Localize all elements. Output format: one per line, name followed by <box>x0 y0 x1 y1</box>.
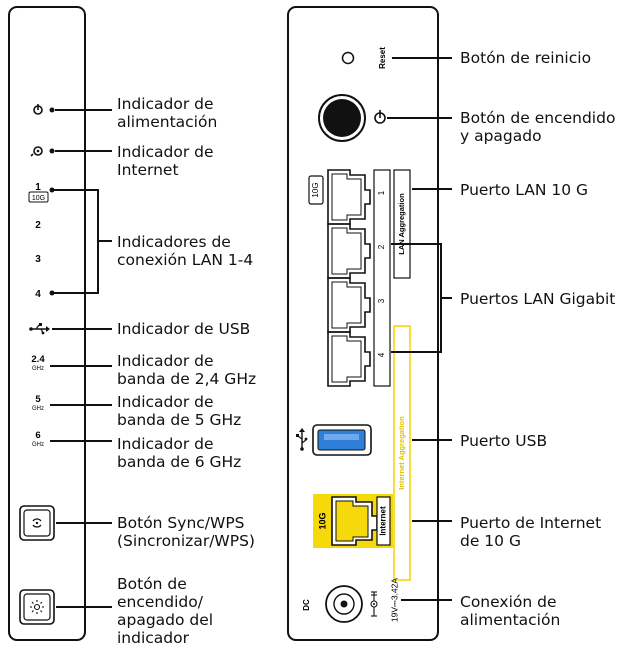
sun-icon <box>30 600 44 614</box>
power-led-icon <box>33 104 55 115</box>
band5-led-callout: Indicador de banda de 5 GHz <box>117 393 242 429</box>
lan1-led-label: 1 <box>35 182 41 193</box>
power-button[interactable] <box>318 94 366 142</box>
lan1-10g-badge-text: 10G <box>32 195 45 202</box>
lan-port-2[interactable] <box>327 223 371 279</box>
internet-led-icon <box>30 146 55 157</box>
back-panel: Reset 10G <box>287 6 452 641</box>
usb-port-callout: Puerto USB <box>460 432 548 450</box>
lan-10g-badge-text: 10G <box>311 182 320 197</box>
internet-led-callout: Indicador de Internet <box>117 143 214 179</box>
band24-ghz-label: GHz <box>32 366 44 372</box>
lan-leds-callout: Indicadores de conexión LAN 1-4 <box>117 233 254 269</box>
lan4-led-label: 4 <box>35 289 41 300</box>
band6-led-callout: Indicador de banda de 6 GHz <box>117 435 242 471</box>
polarity-icon <box>370 591 378 617</box>
reset-callout: Botón de reinicio <box>460 49 592 67</box>
band6-ghz-label: GHz <box>32 442 44 448</box>
led-onoff-button[interactable] <box>19 589 55 625</box>
band5-led-label: 5 <box>35 394 41 405</box>
usb-led-icon <box>29 323 50 335</box>
power-led-callout: Indicador de alimentación <box>117 95 218 131</box>
usb-icon <box>296 428 308 451</box>
band24-led-label: 2.4 <box>31 354 45 365</box>
power-connector-callout: Conexión de alimentación <box>460 593 561 629</box>
dc-label: DC <box>302 599 311 611</box>
band6-led-label: 6 <box>35 430 40 441</box>
front-panel-outline <box>8 6 86 641</box>
lan-bracket <box>52 189 99 294</box>
lan-aggregation-label: LAN Aggregation <box>397 193 406 255</box>
power-rating-label: 19V⎓3.42A <box>389 578 399 622</box>
power-icon <box>374 110 386 124</box>
band5-ghz-label: GHz <box>32 406 44 412</box>
lan-port-1[interactable] <box>327 169 371 225</box>
lan2-led-label: 2 <box>35 220 41 231</box>
usb-port[interactable] <box>312 424 372 456</box>
front-panel: 1 10G 2 3 4 2.4 GHz 5 GHz 6 GHz <box>8 6 112 641</box>
led-onoff-callout: Botón de encendido/ apagado del indicado… <box>117 575 214 647</box>
internet-aggregation-label: Internet Aggregation <box>397 416 406 490</box>
sync-wps-button[interactable] <box>19 505 55 541</box>
port-1-number: 1 <box>377 190 386 195</box>
gigabit-bracket <box>391 243 442 353</box>
internet-port-callout: Puerto de Internet de 10 G <box>460 514 602 550</box>
dc-power-jack[interactable] <box>325 585 363 623</box>
back-panel-outline <box>287 6 439 641</box>
usb-led-callout: Indicador de USB <box>117 320 251 338</box>
sync-wps-callout: Botón Sync/WPS (Sincronizar/WPS) <box>117 514 255 550</box>
lan1-10g-badge <box>28 191 49 203</box>
internet-port-label: Internet <box>379 506 388 536</box>
lan-port-4[interactable] <box>327 331 371 387</box>
internet-10g-label: 10G <box>317 512 327 529</box>
lan3-led-label: 3 <box>35 254 41 265</box>
lan-port-3[interactable] <box>327 277 371 333</box>
band24-led-callout: Indicador de banda de 2,4 GHz <box>117 352 257 388</box>
gigabit-callout: Puertos LAN Gigabit <box>460 290 616 308</box>
sync-wps-icon <box>32 518 42 522</box>
port-number-strip <box>373 169 391 387</box>
port-2-number: 2 <box>377 244 386 249</box>
lan-10g-badge <box>308 175 324 205</box>
port-4-number: 4 <box>377 352 386 357</box>
internet-port[interactable] <box>313 494 393 548</box>
reset-label: Reset <box>378 47 387 69</box>
lan-aggregation-box <box>393 169 411 279</box>
port-3-number: 3 <box>377 298 386 303</box>
lan-10g-callout: Puerto LAN 10 G <box>460 181 589 199</box>
power-button-callout: Botón de encendido y apagado <box>460 109 616 145</box>
reset-button[interactable] <box>341 51 355 65</box>
internet-aggregation-box <box>393 325 411 581</box>
